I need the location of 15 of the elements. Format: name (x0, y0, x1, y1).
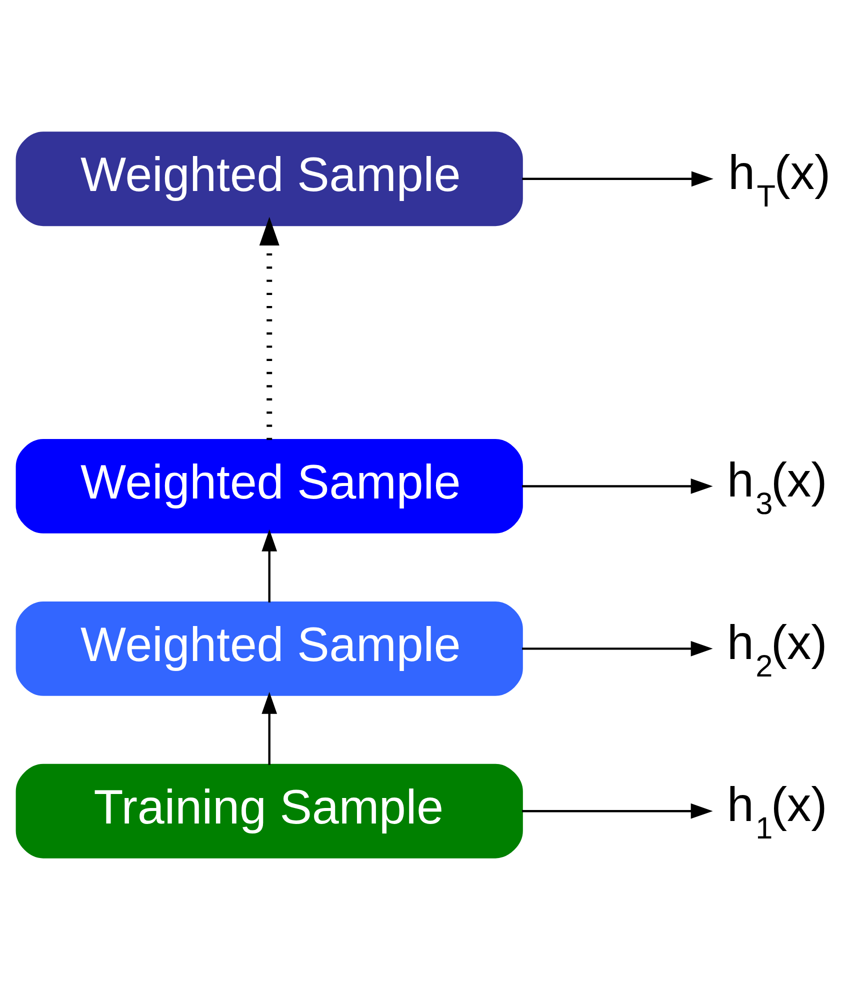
arrow (262, 528, 278, 602)
node-text: h$_{2}$(x) (727, 615, 828, 683)
node-box: Weighted Sample (16, 131, 523, 226)
node-box: Weighted Sample (16, 438, 523, 533)
arrow (262, 691, 278, 764)
node-text: h$_{1}$(x) (727, 778, 828, 846)
node-text: h$_{3}$(x) (727, 452, 828, 520)
arrow (259, 216, 280, 440)
arrow (522, 170, 714, 186)
node-box: Training Sample (16, 763, 523, 858)
arrow (522, 640, 713, 656)
arrow (522, 802, 713, 818)
node-box: Weighted Sample (16, 600, 523, 696)
node-text: h$_{T}$(x) (728, 145, 831, 213)
arrow (522, 478, 713, 494)
